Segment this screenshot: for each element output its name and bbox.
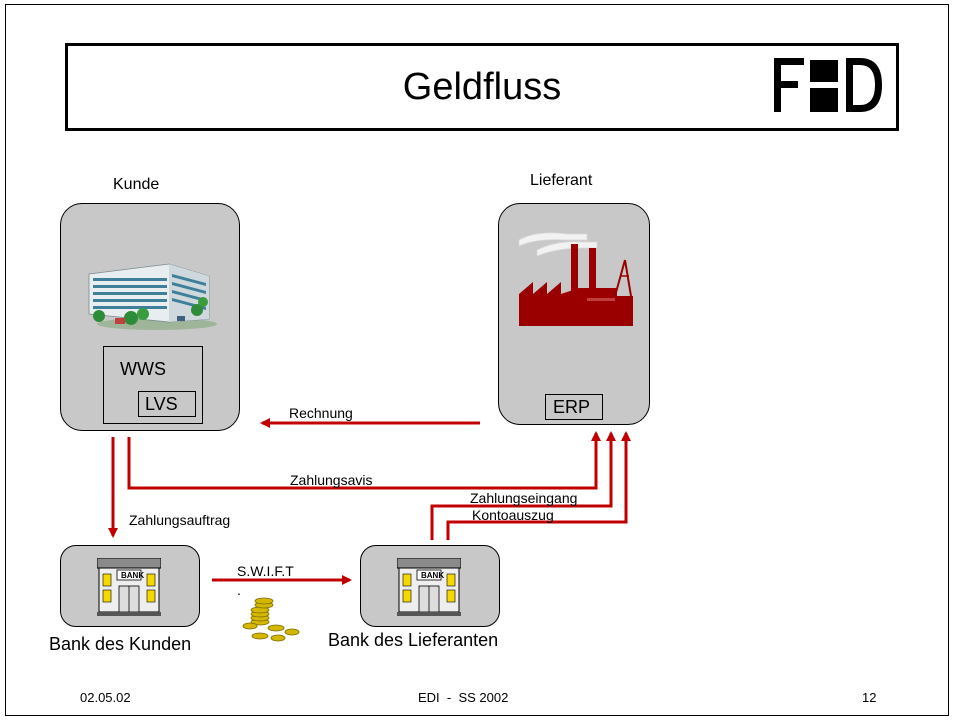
zahlungsauftrag-label: Zahlungsauftrag <box>129 512 231 528</box>
title-bar: Geldfluss <box>65 43 899 131</box>
zahlungseingang-label: Zahlungseingang <box>470 490 578 506</box>
fhd-logo-icon <box>774 58 882 112</box>
slide-title: Geldfluss <box>402 66 562 108</box>
kontoauszug-label: Kontoauszug <box>472 507 554 523</box>
zahlungsavis-arrow <box>127 431 601 490</box>
wws-box: WWS LVS <box>103 346 203 424</box>
factory-icon <box>518 232 633 326</box>
kunde-node: WWS LVS <box>60 203 240 431</box>
footer-page-number: 12 <box>862 690 877 705</box>
rechnung-label: Rechnung <box>289 405 353 421</box>
bank-kunde-sign: BANK <box>121 571 145 580</box>
bank-lieferant-label: Bank des Lieferanten <box>328 630 499 650</box>
bank-kunde-label: Bank des Kunden <box>49 634 192 654</box>
bank-kunde-node: BANK <box>60 545 200 627</box>
bank-building-icon <box>97 558 161 616</box>
swift-dot-label: . <box>237 582 241 598</box>
footer-date: 02.05.02 <box>80 690 131 705</box>
bank-lieferant-node: BANK <box>360 545 500 627</box>
kontoauszug-arrow <box>446 431 631 540</box>
lieferant-node: ERP <box>498 203 650 425</box>
lvs-label: LVS <box>145 394 178 414</box>
lvs-box: LVS <box>138 391 196 417</box>
footer-course: EDI - SS 2002 <box>418 690 509 705</box>
wws-label: WWS <box>120 359 166 379</box>
slide-frame <box>5 4 949 716</box>
zahlungsavis-label: Zahlungsavis <box>290 472 373 488</box>
zahlungseingang-arrow <box>430 431 616 540</box>
kunde-label: Kunde <box>113 176 160 193</box>
office-building-icon <box>88 263 217 330</box>
bank-building-icon <box>397 558 461 616</box>
lieferant-label: Lieferant <box>530 172 593 189</box>
erp-box: ERP <box>545 394 603 420</box>
coins-icon <box>242 597 300 642</box>
bank-lieferant-sign: BANK <box>421 571 445 580</box>
swift-label: S.W.I.F.T <box>237 563 294 579</box>
erp-label: ERP <box>553 397 591 417</box>
